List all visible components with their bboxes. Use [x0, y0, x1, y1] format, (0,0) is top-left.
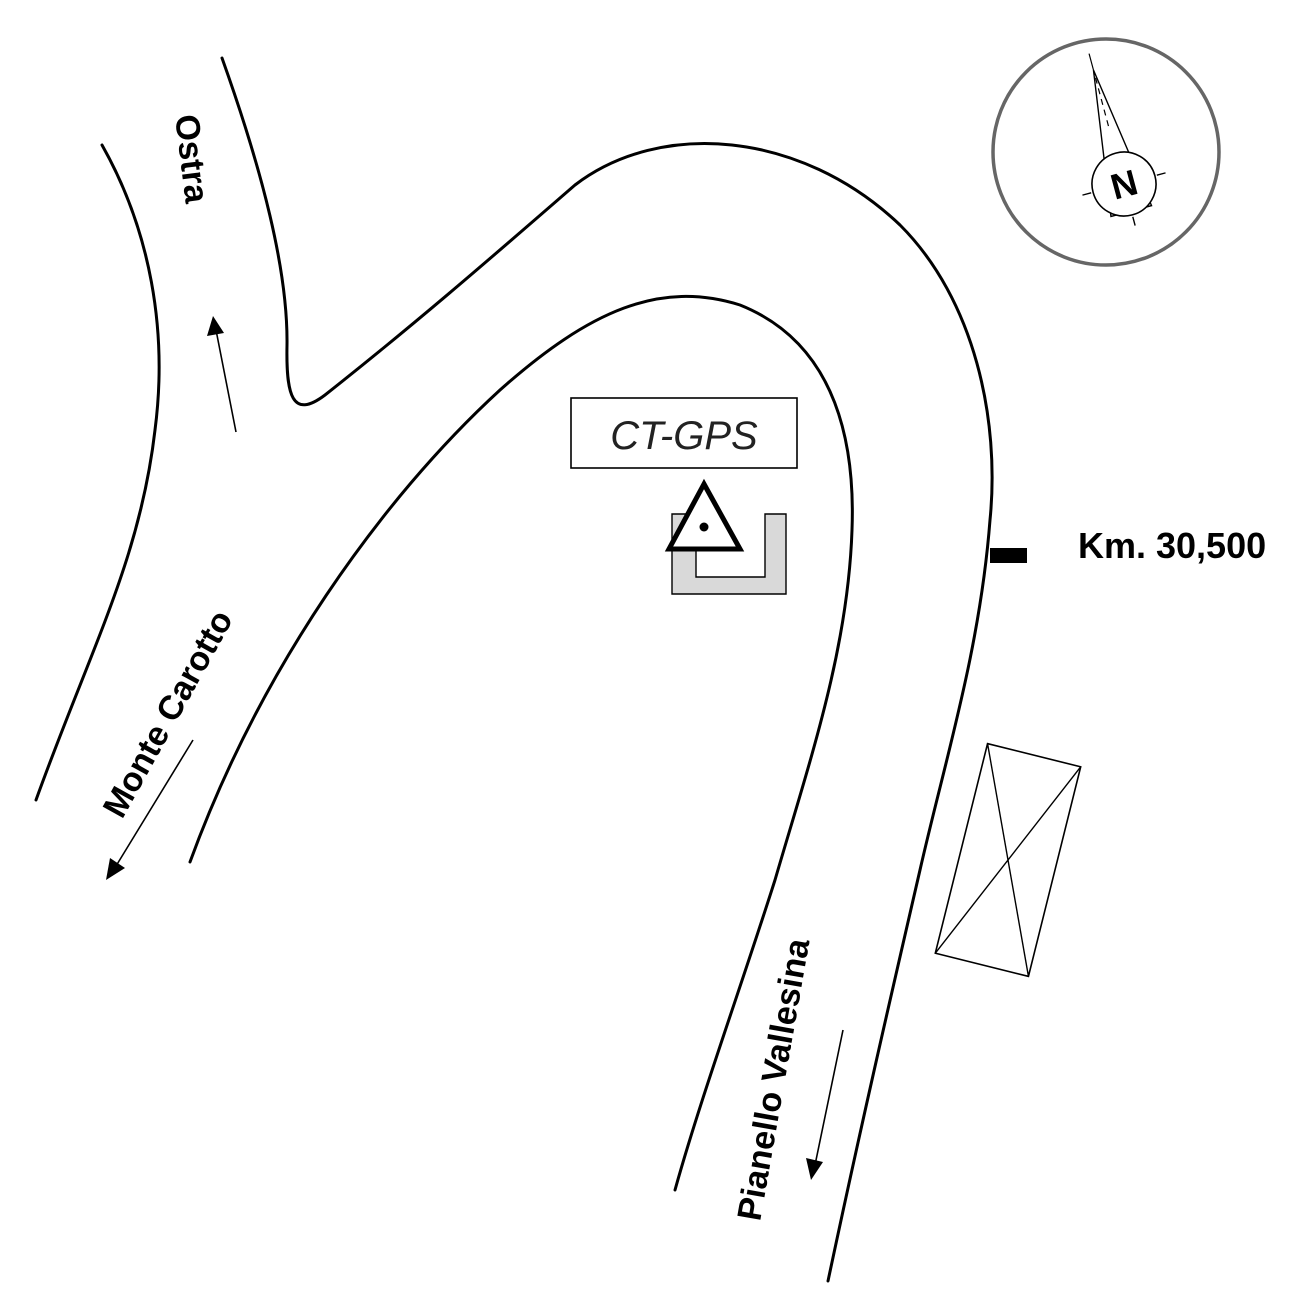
- kilometer-marker-post: [990, 548, 1027, 563]
- road-left-outer-edge: [34, 143, 161, 802]
- road-inner-edge: [188, 294, 854, 1192]
- arrow-to-monte-carotto: [106, 739, 194, 880]
- building-crossed-box-icon: [934, 742, 1082, 978]
- north-arrow-icon: N: [991, 37, 1221, 267]
- road-label-ostra: Ostra: [167, 112, 216, 206]
- triangle-benchmark-icon: [664, 478, 745, 552]
- arrow-to-ostra: [207, 316, 237, 433]
- station-label-box: CT-GPS: [570, 397, 798, 469]
- kilometer-marker: Km. 30,500: [990, 525, 1266, 566]
- road-outer-edge: [220, 56, 994, 1283]
- arrow-to-pianello-vallesina: [806, 1029, 844, 1180]
- kilometer-label: Km. 30,500: [1078, 525, 1266, 566]
- station-label: CT-GPS: [610, 414, 758, 458]
